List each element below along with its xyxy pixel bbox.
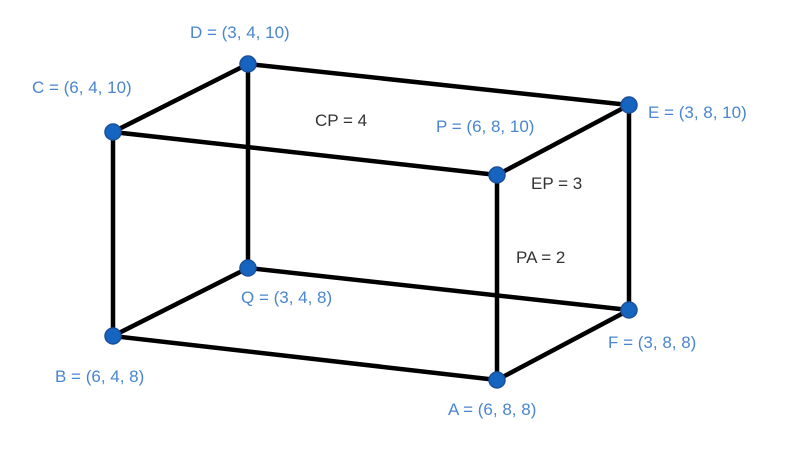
vertex-labels: A = (6, 8, 8) B = (6, 4, 8) C = (6, 4, 1… — [32, 23, 747, 419]
label-c: C = (6, 4, 10) — [32, 78, 132, 97]
edge-pe — [494, 102, 632, 178]
vertex-p — [488, 166, 506, 184]
box-edges — [110, 61, 632, 383]
vertex-a — [488, 371, 506, 389]
vertex-e — [620, 96, 638, 114]
measure-cp: CP = 4 — [315, 111, 367, 130]
edge-ba — [110, 333, 500, 383]
edge-cp — [110, 129, 500, 178]
measure-ep: EP = 3 — [531, 174, 582, 193]
label-q: Q = (3, 4, 8) — [241, 288, 332, 307]
vertex-f — [620, 301, 638, 319]
vertex-b — [104, 327, 122, 345]
label-b: B = (6, 4, 8) — [55, 367, 144, 386]
measure-pa: PA = 2 — [516, 248, 565, 267]
measurement-labels: CP = 4 EP = 3 PA = 2 — [315, 111, 582, 267]
label-e: E = (3, 8, 10) — [648, 103, 747, 122]
label-a: A = (6, 8, 8) — [448, 400, 536, 419]
edge-af — [494, 307, 632, 383]
box-vertices — [104, 55, 638, 389]
edge-qb — [110, 265, 251, 339]
vertex-q — [239, 259, 257, 277]
label-p: P = (6, 8, 10) — [436, 117, 534, 136]
edge-fq — [245, 265, 632, 313]
edge-ed — [245, 61, 632, 108]
label-f: F = (3, 8, 8) — [608, 333, 696, 352]
vertex-d — [239, 55, 257, 73]
edge-dc — [110, 61, 251, 135]
vertex-c — [104, 123, 122, 141]
label-d: D = (3, 4, 10) — [190, 23, 290, 42]
